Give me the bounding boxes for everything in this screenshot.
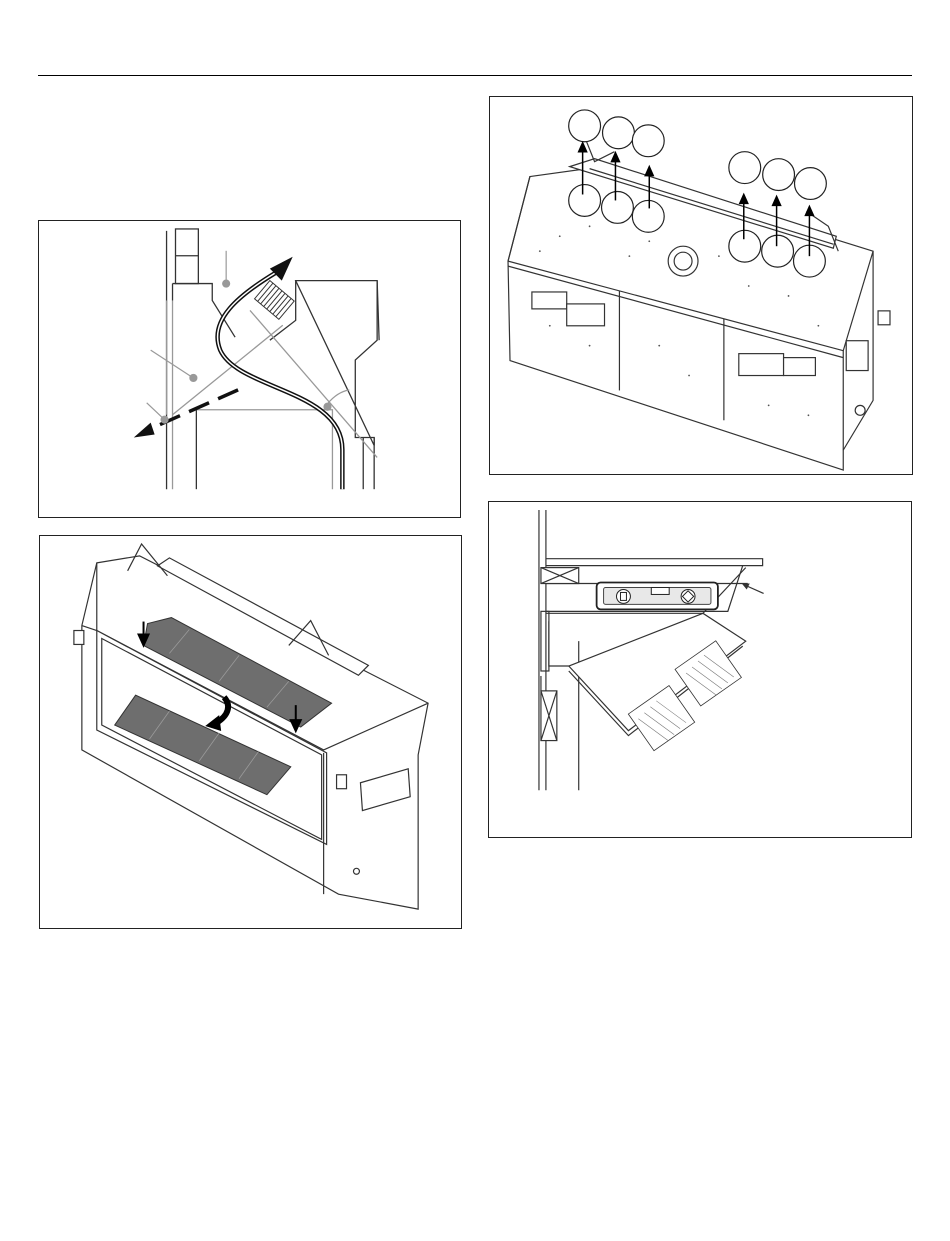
callout-circle [603, 117, 635, 149]
vent-diagram [39, 221, 460, 517]
level-check-figure [488, 501, 912, 838]
callout-circle [602, 191, 634, 223]
callout-circle [729, 152, 761, 184]
callout-diagram [490, 97, 912, 474]
panel-install-figure [39, 535, 462, 929]
callout-circle [763, 159, 795, 191]
callout-circle [569, 185, 601, 217]
vent-cylinder [255, 281, 295, 320]
callout-circle [632, 125, 664, 157]
vent-diagram-figure [38, 220, 461, 518]
callout-circle [795, 168, 827, 200]
callout-diagram-figure [489, 96, 913, 475]
callout-circle [729, 230, 761, 262]
level-check-diagram [489, 502, 911, 837]
callout-circle [632, 200, 664, 232]
arrow-up-icon [270, 257, 293, 281]
arrow-left-icon [134, 423, 155, 438]
header-rule [38, 75, 912, 76]
callout-circle [569, 110, 601, 142]
level-tool [597, 583, 718, 610]
callout-circle [762, 235, 794, 267]
panel-install-diagram [40, 536, 461, 928]
